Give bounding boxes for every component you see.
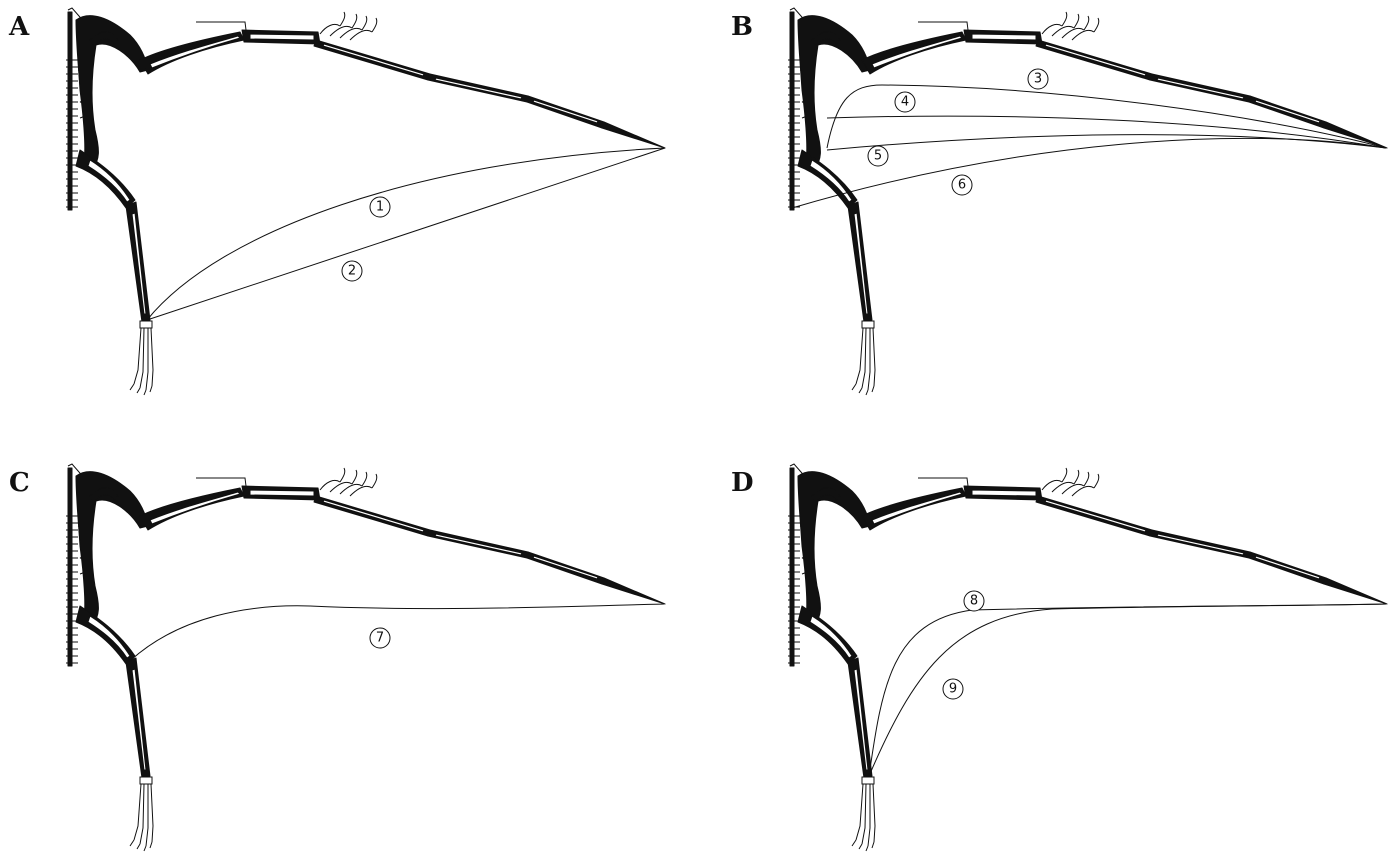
membrane-outline-5 [827,135,1386,150]
panel-d-figure: 8 9 [722,456,1397,866]
shoulder-girdle-icon [76,16,148,170]
hand-claws-icon [320,12,377,40]
humerus-icon [862,488,966,530]
svg-text:8: 8 [970,594,978,609]
membrane-outline-2 [147,148,665,320]
humerus-icon [862,32,966,74]
foot-claws-icon [852,777,875,851]
wing-skeleton-icon [66,8,665,395]
hand-claws-icon [1042,468,1099,496]
panel-letter-a: A [9,14,29,40]
panel-c: 7 C [0,456,680,866]
panel-c-figure: 7 [0,456,680,866]
wing-finger-icon [1036,40,1387,148]
svg-text:2: 2 [348,264,356,279]
label-3: 3 [1028,69,1048,89]
panel-b-figure: 3 4 5 6 [722,0,1397,410]
hand-claws-icon [1042,12,1099,40]
svg-text:4: 4 [901,95,909,110]
humerus-icon [140,32,244,74]
hindlimb-skeleton-icon [76,606,150,778]
panel-a: 1 2 A [0,0,680,410]
label-7: 7 [370,628,390,648]
wing-finger-icon [1036,496,1387,604]
svg-text:3: 3 [1034,72,1042,87]
panel-letter-d: D [731,470,754,496]
label-5: 5 [868,146,888,166]
wing-skeleton-icon [788,8,1387,395]
wing-skeleton-icon [788,464,1387,851]
panel-d: 8 9 D [722,456,1397,866]
svg-text:7: 7 [376,631,384,646]
wing-finger-icon [314,496,665,604]
foot-claws-icon [130,321,153,395]
svg-text:9: 9 [949,682,957,697]
panel-b: 3 4 5 6 B [722,0,1397,410]
svg-text:1: 1 [376,200,384,215]
panel-letter-c: C [9,470,30,496]
foot-claws-icon [852,321,875,395]
label-1: 1 [370,197,390,217]
label-6: 6 [952,175,972,195]
label-9: 9 [943,679,963,699]
label-8: 8 [964,591,984,611]
panel-a-figure: 1 2 [0,0,680,410]
hand-claws-icon [320,468,377,496]
hindlimb-skeleton-icon [76,150,150,322]
hindlimb-skeleton-icon [798,150,872,322]
foot-claws-icon [130,777,153,851]
svg-text:5: 5 [874,149,882,164]
panel-letter-b: B [731,14,753,40]
svg-text:6: 6 [958,178,966,193]
humerus-icon [140,488,244,530]
hindlimb-skeleton-icon [798,606,872,778]
label-2: 2 [342,261,362,281]
shoulder-girdle-icon [76,472,148,626]
wing-skeleton-icon [66,464,665,851]
wing-finger-icon [314,40,665,148]
membrane-outline-7 [131,604,664,660]
shoulder-girdle-icon [798,472,870,626]
label-4: 4 [895,92,915,112]
